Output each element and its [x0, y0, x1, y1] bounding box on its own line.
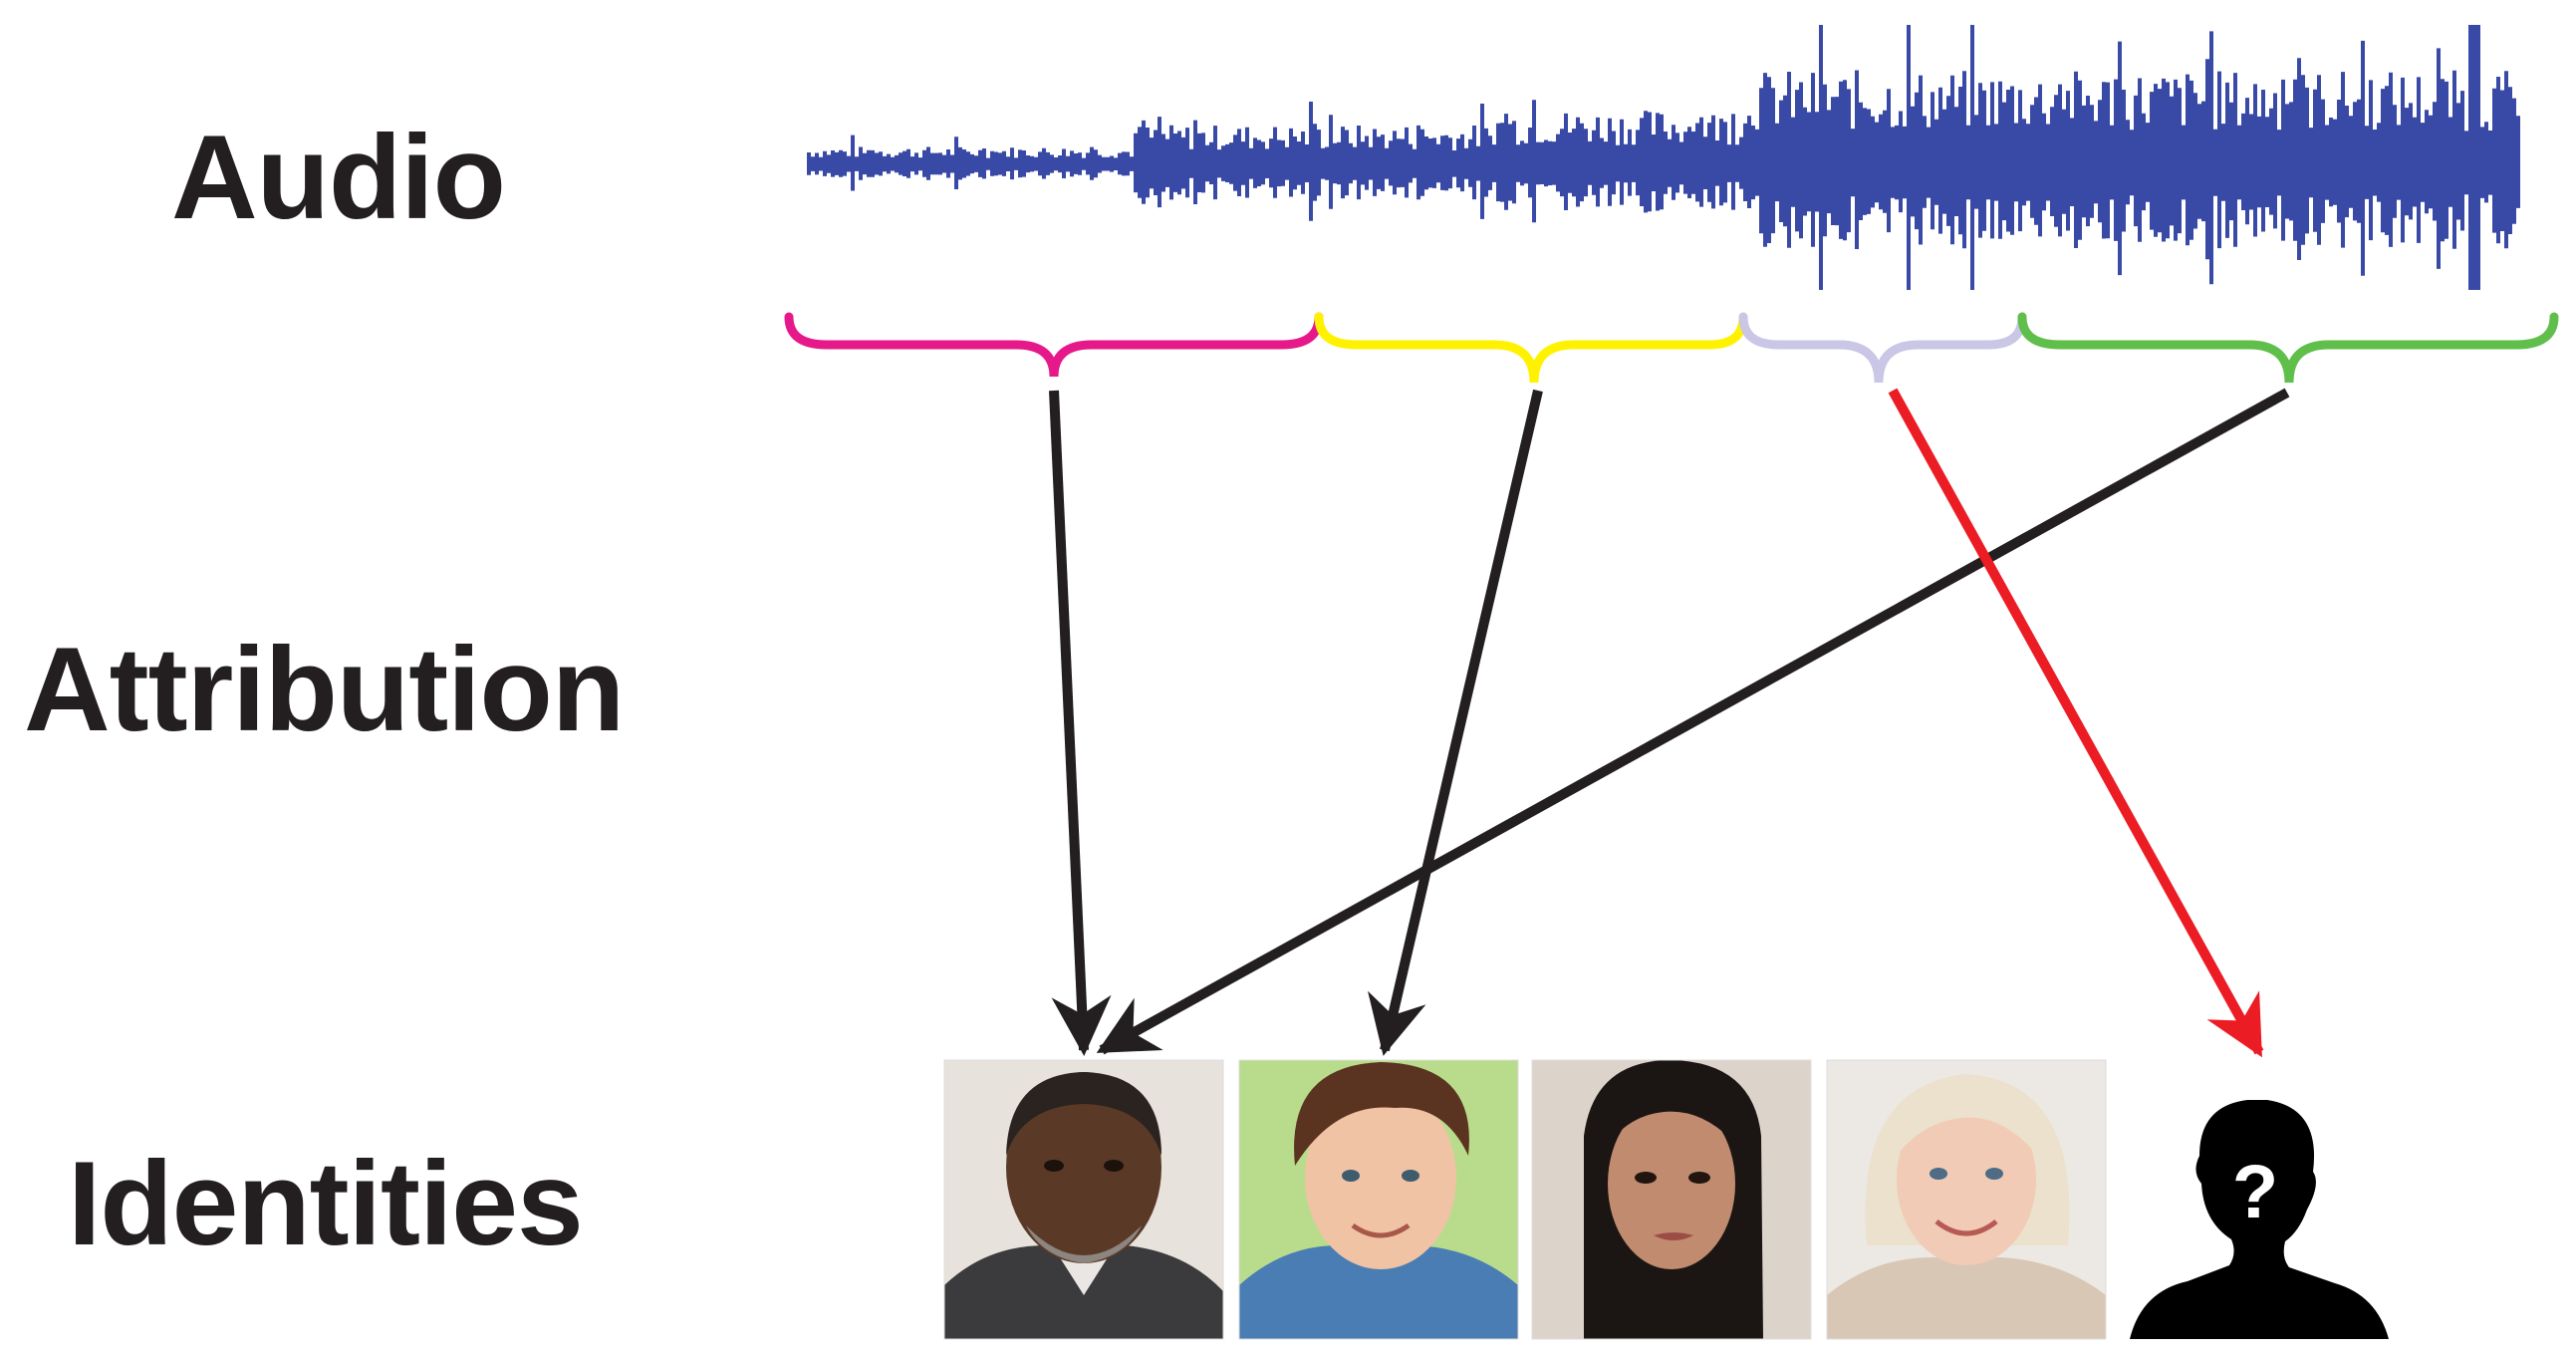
- audio-waveform: [807, 25, 2520, 290]
- identity-3: [1532, 1060, 1811, 1339]
- audio-label: Audio: [171, 111, 506, 244]
- arrow-segment-2-to-identity-2: [1368, 389, 1543, 1056]
- attribution-arrows: [1049, 388, 2290, 1058]
- identity-4: [1827, 1060, 2106, 1339]
- arrow-segment-3-to-unknown: [1888, 388, 2264, 1058]
- identities-label: Identities: [68, 1137, 584, 1270]
- attribution-label: Attribution: [24, 623, 625, 756]
- identity-1-frame: [943, 1059, 1224, 1340]
- svg-text:?: ?: [2232, 1150, 2278, 1234]
- identity-2: [1239, 1060, 1518, 1339]
- segment-1-brace: [784, 312, 1324, 378]
- silhouette-question-icon: ?: [2130, 1100, 2389, 1339]
- segment-4-brace: [2017, 312, 2559, 384]
- segment-3-brace: [1738, 312, 2027, 384]
- segment-2-brace: [1314, 312, 1748, 384]
- waveform-trace: [807, 25, 2520, 290]
- arrow-segment-4-to-identity-1: [1096, 388, 2290, 1055]
- arrow-segment-1-to-identity-1: [1049, 390, 1112, 1056]
- identity-3-frame: [1531, 1059, 1812, 1340]
- identity-1: [944, 1060, 1223, 1339]
- identity-2-frame: [1238, 1059, 1519, 1340]
- segment-braces: [784, 312, 2559, 384]
- identity-4-frame: [1826, 1059, 2107, 1340]
